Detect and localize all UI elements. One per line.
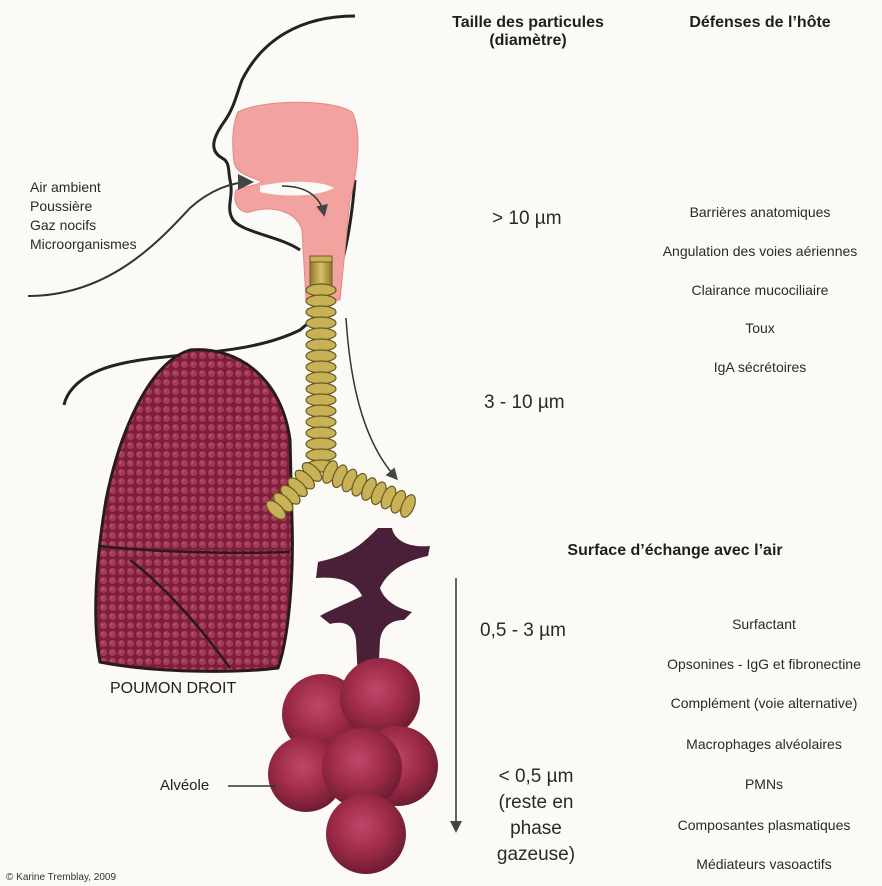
trachea-ring [306, 449, 336, 461]
trachea-ring [306, 350, 336, 362]
lower-defense-item: Composantes plasmatiques [634, 817, 882, 833]
trachea-ring [306, 328, 336, 340]
size-smallest: < 0,5 µm [474, 764, 598, 790]
particle-size-header-line1: Taille des particules [428, 14, 628, 32]
bronchiole [316, 528, 430, 680]
trachea-ring [306, 383, 336, 395]
nasal-cavity [233, 102, 358, 300]
alveoli-cluster [268, 658, 438, 874]
air-exchange-surface-header: Surface d’échange avec l’air [530, 542, 820, 560]
trachea-ring [306, 372, 336, 384]
lower-defense-item: Macrophages alvéolaires [634, 736, 882, 752]
lower-defense-item: Complément (voie alternative) [634, 695, 882, 711]
alveole-label: Alvéole [160, 777, 209, 794]
size-upper: > 10 µm [492, 208, 562, 230]
size-lower: 0,5 - 3 µm [480, 620, 566, 642]
descending-airflow-arrow [346, 318, 396, 478]
trachea-ring [306, 427, 336, 439]
trachea-ring [306, 284, 336, 296]
trachea-ring [306, 438, 336, 450]
trachea [310, 256, 332, 288]
air-input-item: Air ambient [30, 178, 137, 197]
particle-size-header-line2: (diamètre) [428, 32, 628, 50]
particle-size-header: Taille des particules (diamètre) [428, 14, 628, 50]
size-smallest-note-line1: (reste en [474, 790, 598, 816]
trachea-ring [306, 361, 336, 373]
upper-defense-item: Clairance mucociliaire [630, 282, 882, 298]
trachea-ring [306, 416, 336, 428]
upper-defense-item: Angulation des voies aériennes [630, 243, 882, 259]
trachea-ring [306, 394, 336, 406]
upper-defense-item: Toux [630, 320, 882, 336]
trachea-ring [306, 306, 336, 318]
trachea-ring [306, 317, 336, 329]
lower-defense-item: PMNs [634, 776, 882, 792]
air-input-item: Poussière [30, 197, 137, 216]
right-lung-label: POUMON DROIT [110, 680, 236, 698]
trachea-rings [306, 284, 336, 472]
air-inputs-list: Air ambient Poussière Gaz nocifs Microor… [30, 178, 137, 254]
trachea-ring [306, 339, 336, 351]
size-smallest-block: < 0,5 µm (reste en phase gazeuse) [474, 764, 598, 868]
trachea-ring [306, 405, 336, 417]
upper-defense-item: IgA sécrétoires [630, 359, 882, 375]
size-smallest-note-line2: phase [474, 816, 598, 842]
air-input-item: Gaz nocifs [30, 216, 137, 235]
lower-defense-item: Médiateurs vasoactifs [634, 856, 882, 872]
copyright-label: © Karine Tremblay, 2009 [6, 872, 116, 883]
host-defenses-header: Défenses de l’hôte [660, 14, 860, 32]
size-smallest-note-line3: gazeuse) [474, 842, 598, 868]
upper-defense-item: Barrières anatomiques [630, 204, 882, 220]
lower-defense-item: Opsonines - IgG et fibronectine [634, 656, 882, 672]
air-input-item: Microorganismes [30, 235, 137, 254]
size-middle: 3 - 10 µm [484, 392, 565, 414]
trachea-ring [306, 295, 336, 307]
lower-defense-item: Surfactant [634, 616, 882, 632]
